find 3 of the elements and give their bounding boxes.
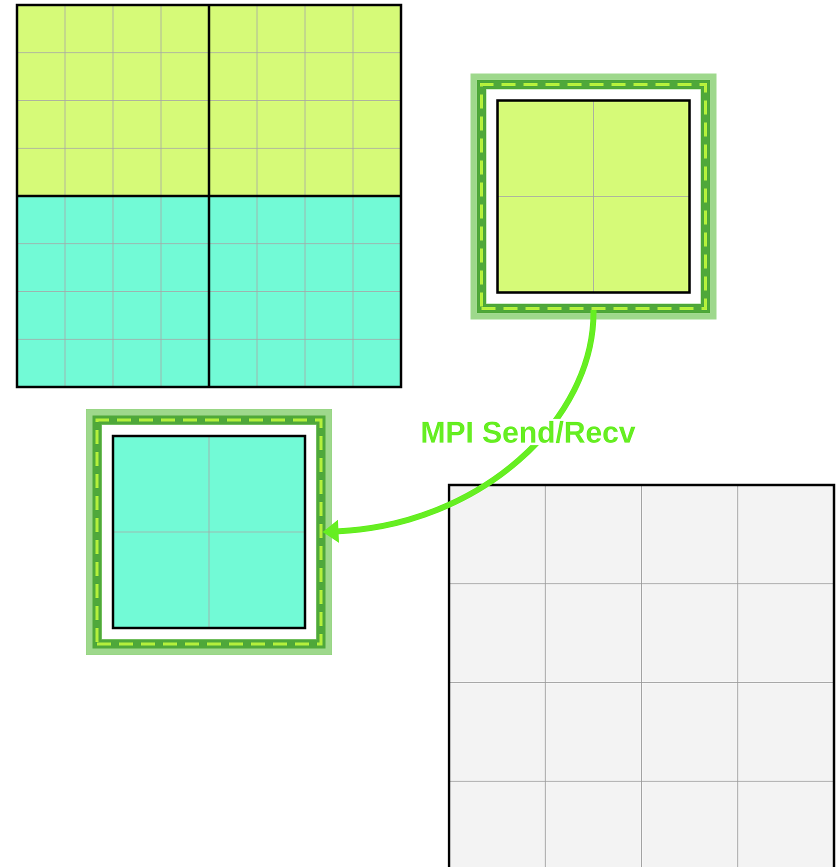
edge-label: MPI Send/Recv [418, 418, 638, 446]
tile-box [470, 74, 716, 320]
tile-box [86, 409, 332, 655]
